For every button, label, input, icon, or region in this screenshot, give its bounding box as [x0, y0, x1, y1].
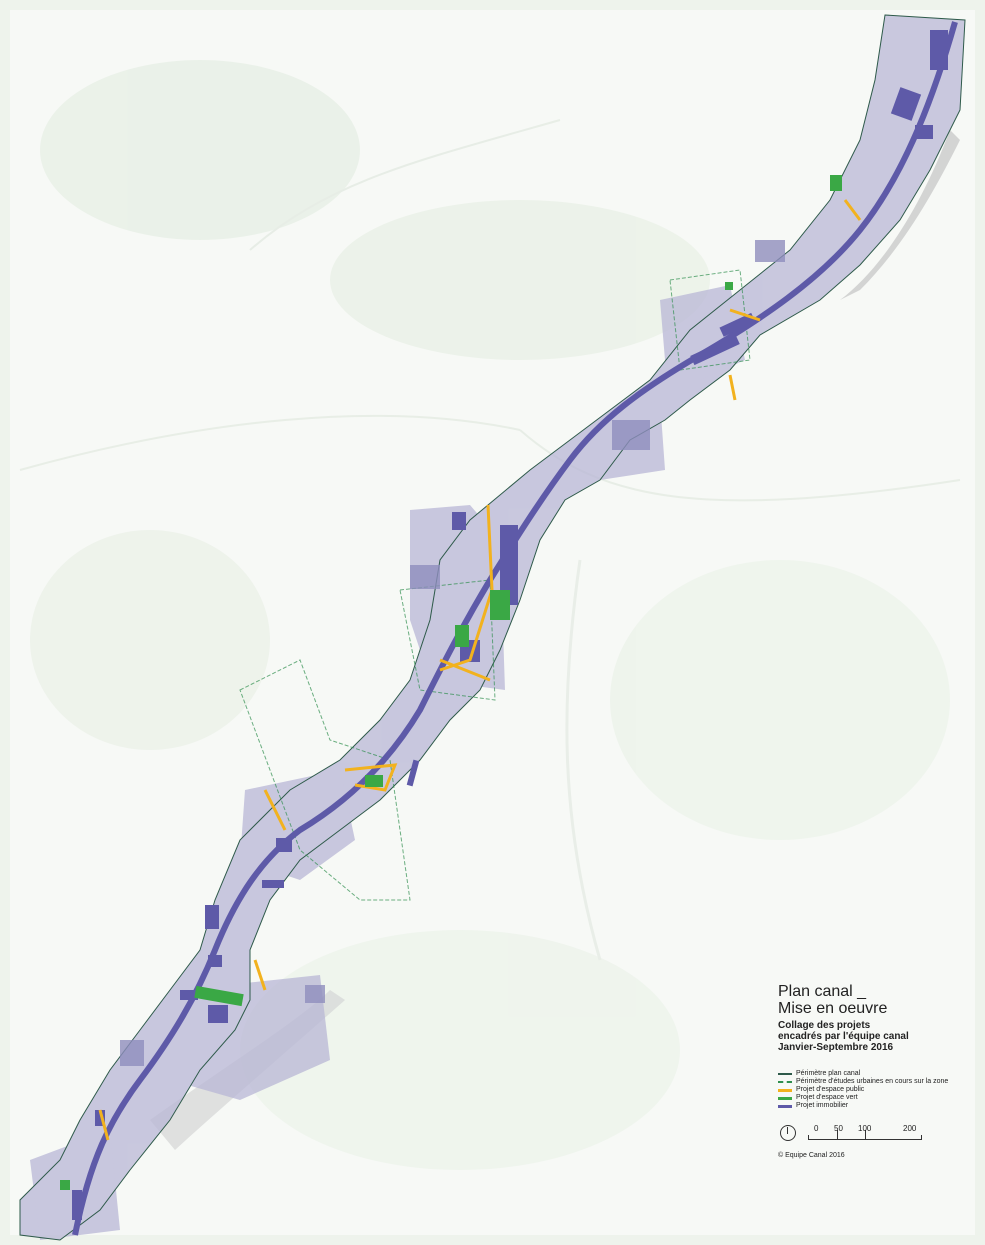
building-blocks-layer: [120, 240, 785, 1066]
legend-subtitle-line3: Janvier-Septembre 2016: [778, 1042, 894, 1053]
legend-swatch-espace-vert: [778, 1097, 792, 1100]
legend-title-line1: Plan canal _: [778, 983, 867, 1000]
legend-subtitle-line2: encadrés par l'équipe canal: [778, 1031, 909, 1042]
scale-tick-50: 50: [834, 1124, 843, 1133]
relief-shadow: [840, 130, 960, 300]
perimetre-etudes-layer: [239, 269, 751, 901]
scale-bar: [808, 1130, 922, 1140]
legend-item-espace-vert: Projet d'espace vert: [778, 1094, 978, 1102]
legend-swatch-immobilier: [778, 1105, 792, 1108]
perimetre-plan-canal-outline: [19, 14, 966, 1241]
legend-label-espace-vert: Projet d'espace vert: [796, 1094, 858, 1101]
legend-label-perimetre-etudes: Périmètre d'études urbaines en cours sur…: [796, 1078, 949, 1085]
scale-tick-100: 100: [858, 1124, 872, 1133]
legend-label-espace-public: Projet d'espace public: [796, 1086, 865, 1093]
scale-row: 0 50 100 200: [778, 1124, 978, 1146]
legend-subtitle-line1: Collage des projets: [778, 1020, 871, 1031]
legend-item-espace-public: Projet d'espace public: [778, 1086, 978, 1094]
legend-title-line2: Mise en oeuvre: [778, 1000, 888, 1017]
map-legend: Plan canal _ Mise en oeuvre Collage des …: [778, 983, 978, 1159]
terrain-layer: [19, 60, 961, 1170]
legend-swatch-perimetre-etudes: [778, 1081, 792, 1083]
legend-swatch-espace-public: [778, 1089, 792, 1092]
scale-tick-0: 0: [814, 1124, 819, 1133]
legend-subtitle: Collage des projets encadrés par l'équip…: [778, 1020, 978, 1053]
legend-item-immobilier: Projet immobilier: [778, 1102, 978, 1110]
scale-divider: [837, 1130, 838, 1139]
north-arrow-icon: [780, 1125, 796, 1141]
copyright-text: © Equipe Canal 2016: [778, 1152, 845, 1159]
legend-label-immobilier: Projet immobilier: [796, 1102, 849, 1109]
scale-divider: [865, 1130, 866, 1139]
legend-item-perimetre-plan-canal: Périmètre plan canal: [778, 1070, 978, 1078]
projet-espace-public-layer: [98, 199, 862, 1141]
projet-espace-vert-layer: [60, 175, 842, 1190]
legend-item-perimetre-etudes: Périmètre d'études urbaines en cours sur…: [778, 1078, 978, 1086]
legend-swatch-perimetre-plan-canal: [778, 1073, 792, 1075]
scale-tick-200: 200: [903, 1124, 917, 1133]
legend-items: Périmètre plan canal Périmètre d'études …: [778, 1070, 978, 1110]
legend-label-perimetre-plan-canal: Périmètre plan canal: [796, 1070, 861, 1077]
